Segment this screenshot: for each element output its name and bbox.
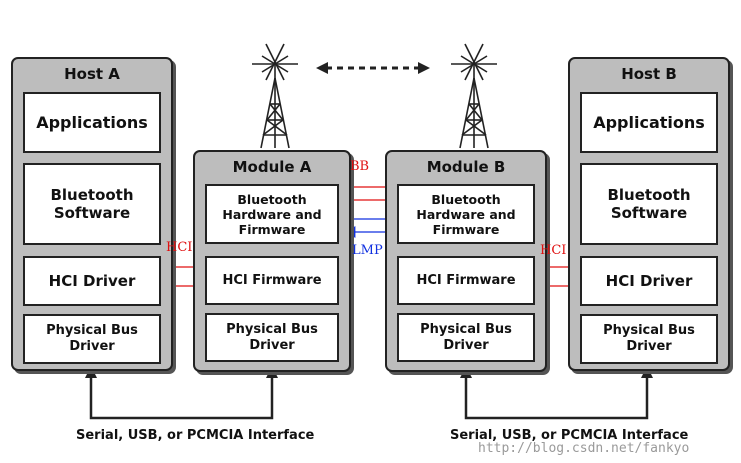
host-a-bluetooth-software: Bluetooth Software bbox=[23, 163, 161, 245]
host-a-physical-bus-driver: Physical Bus Driver bbox=[23, 314, 161, 364]
watermark-url: http://blog.csdn.net/fankyo bbox=[478, 441, 690, 456]
module-b-panel: Module B Bluetooth Hardware and Firmware… bbox=[385, 150, 547, 372]
host-b-hci-driver: HCI Driver bbox=[580, 256, 718, 306]
module-b-title: Module B bbox=[426, 158, 506, 176]
module-a-physical-bus-driver: Physical Bus Driver bbox=[205, 313, 339, 362]
bb-label: BB bbox=[350, 159, 370, 174]
host-a-hci-driver: HCI Driver bbox=[23, 256, 161, 306]
host-b-title: Host B bbox=[621, 65, 677, 83]
hci-left-label: HCI bbox=[166, 240, 193, 255]
module-a-title: Module A bbox=[232, 158, 312, 176]
right-interface-connector bbox=[460, 366, 653, 420]
wireless-link-arrow bbox=[316, 62, 430, 74]
host-b-physical-bus-driver: Physical Bus Driver bbox=[580, 314, 718, 364]
host-a-applications: Applications bbox=[23, 92, 161, 153]
host-a-title: Host A bbox=[64, 65, 120, 83]
lmp-label: LMP bbox=[352, 243, 383, 258]
right-interface-label: Serial, USB, or PCMCIA Interface bbox=[450, 428, 689, 443]
host-b-applications: Applications bbox=[580, 92, 718, 153]
left-interface-label: Serial, USB, or PCMCIA Interface bbox=[76, 428, 315, 443]
module-b-bluetooth-hardware-firmware: Bluetooth Hardware and Firmware bbox=[397, 184, 535, 244]
host-b-bluetooth-software: Bluetooth Software bbox=[580, 163, 718, 245]
module-b-physical-bus-driver: Physical Bus Driver bbox=[397, 313, 535, 362]
module-b-antenna-tower bbox=[451, 43, 497, 149]
left-interface-connector bbox=[85, 366, 278, 420]
module-a-bluetooth-hardware-firmware: Bluetooth Hardware and Firmware bbox=[205, 184, 339, 244]
module-a-hci-firmware: HCI Firmware bbox=[205, 256, 339, 305]
host-b-panel: Host B Applications Bluetooth Software H… bbox=[568, 57, 730, 371]
host-a-panel: Host A Applications Bluetooth Software H… bbox=[11, 57, 173, 371]
module-a-panel: Module A Bluetooth Hardware and Firmware… bbox=[193, 150, 351, 372]
module-a-antenna-tower bbox=[252, 43, 298, 149]
hci-right-label: HCI bbox=[540, 243, 567, 258]
module-b-hci-firmware: HCI Firmware bbox=[397, 256, 535, 305]
